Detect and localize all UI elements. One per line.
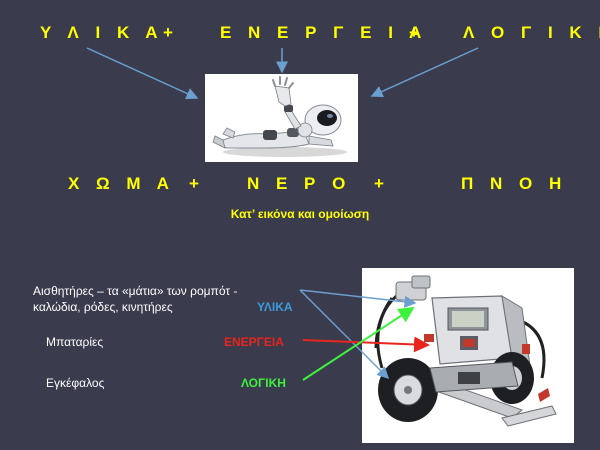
word-water: Ν Ε Ρ Ο <box>247 174 351 194</box>
energy-tag: ΕΝΕΡΓΕΙΑ <box>224 335 284 349</box>
humanoid-robot-icon <box>205 74 358 162</box>
logic-tag: ΛΟΓΙΚΗ <box>241 376 286 390</box>
word-materials: Υ Λ Ι Κ Α <box>40 23 164 43</box>
plus-sign: + <box>374 174 384 194</box>
arrow-materials-to-robot <box>87 48 197 98</box>
caption: Κατ’ εικόνα και ομοίωση <box>0 207 600 221</box>
batteries-text: Μπαταρίες <box>46 335 103 349</box>
plus-sign: + <box>409 23 419 43</box>
arrow-logic-to-robot <box>372 48 478 96</box>
plus-sign: + <box>163 23 173 43</box>
word-logic: Λ Ο Γ Ι Κ Η <box>463 23 600 43</box>
humanoid-robot-image <box>205 74 358 162</box>
word-soil: Χ Ω Μ Α <box>68 174 175 194</box>
word-energy: Ε Ν Ε Ρ Γ Ε Ι Α <box>220 23 427 43</box>
materials-tag: ΥΛΙΚΑ <box>257 300 293 314</box>
lego-ev3-robot-icon <box>362 268 574 443</box>
wires-text: καλώδια, ρόδες, κινητήρες <box>33 300 173 314</box>
plus-sign: + <box>189 174 199 194</box>
word-breath: Π Ν Ο Η <box>461 174 567 194</box>
brain-text: Εγκέφαλος <box>46 376 104 390</box>
sensors-text: Αισθητήρες – τα «μάτια» των ρομπότ - <box>33 284 237 298</box>
lego-robot-image <box>362 268 574 443</box>
